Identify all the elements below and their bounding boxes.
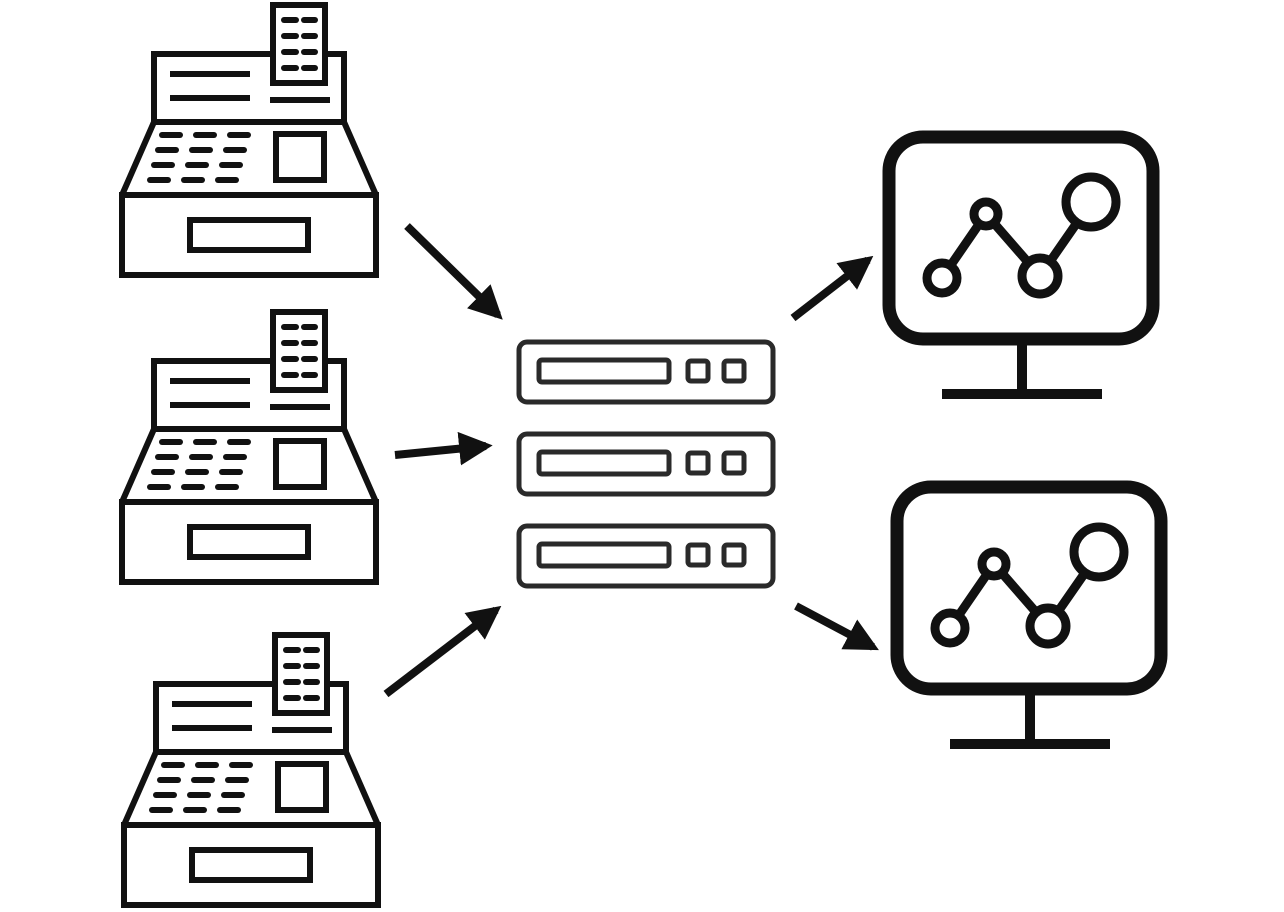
server-unit	[519, 434, 773, 494]
arrow-server-to-monitor-1	[790, 255, 874, 322]
server-unit	[519, 342, 773, 402]
cash-register-icon	[122, 5, 376, 275]
arrow-register-1-to-server	[404, 223, 503, 320]
analytics-monitor-icon	[897, 487, 1161, 744]
analytics-monitor-icon	[889, 137, 1153, 394]
arrow-register-2-to-server	[394, 431, 493, 466]
server-unit	[519, 526, 773, 586]
arrow-register-3-to-server	[383, 605, 502, 698]
server-rack-icon	[519, 342, 773, 586]
cash-register-icon	[124, 635, 378, 905]
arrow-server-to-monitor-2	[794, 602, 879, 651]
cash-register-icon	[122, 312, 376, 582]
